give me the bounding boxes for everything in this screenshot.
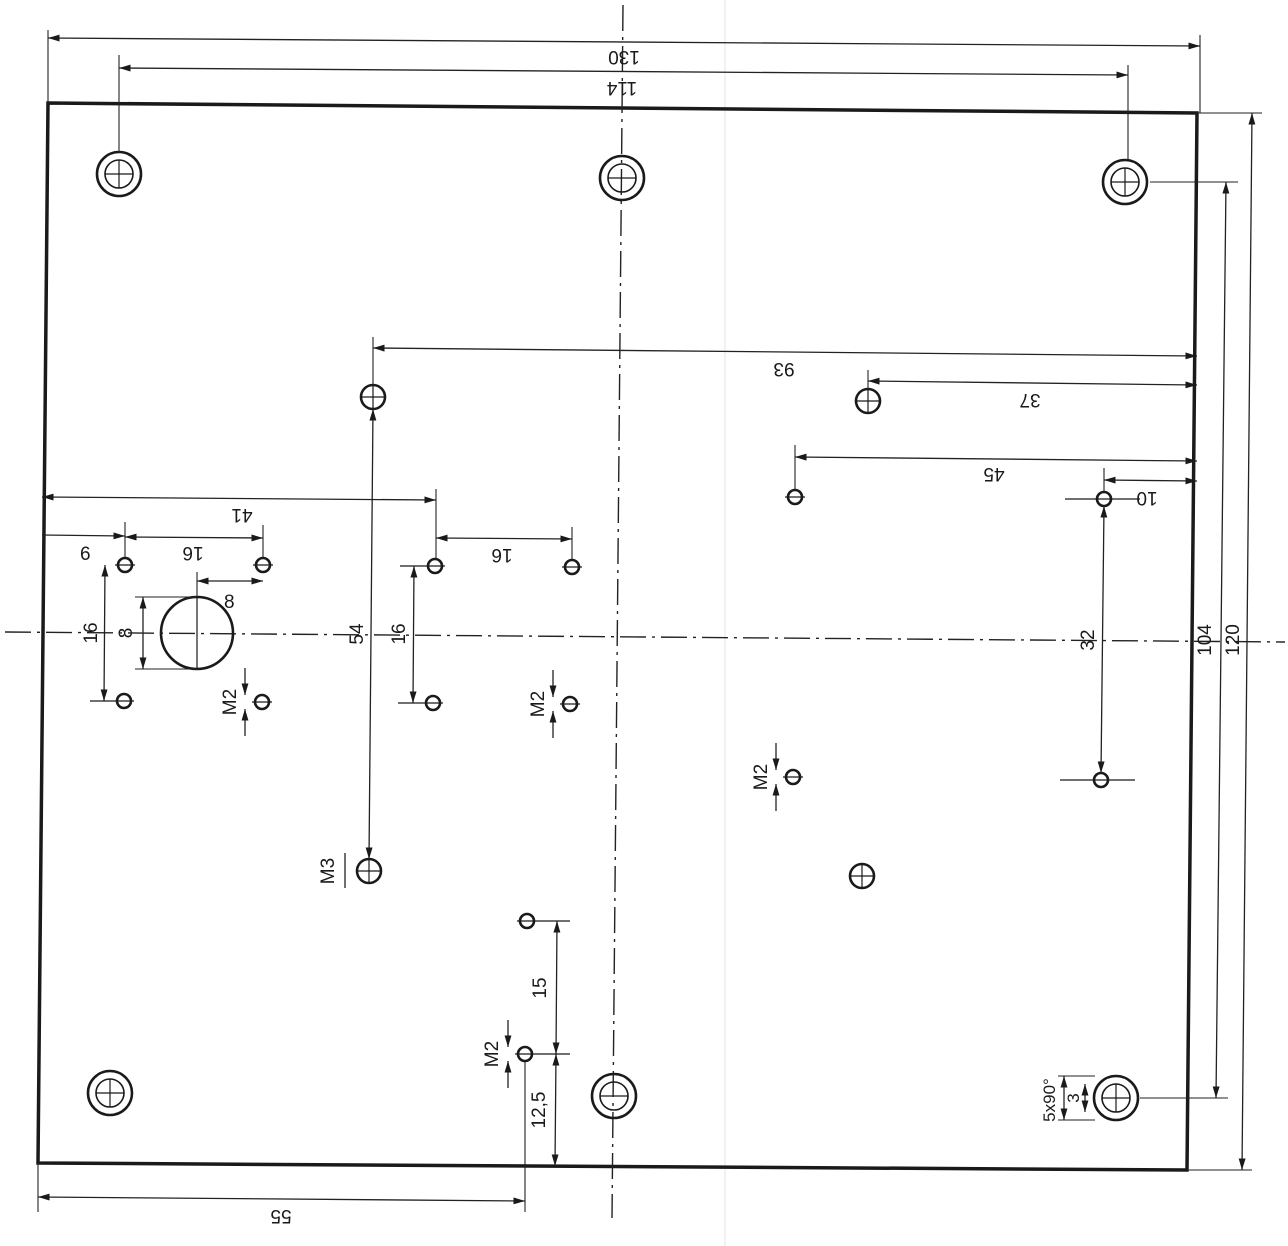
dim-line-41	[41, 493, 437, 504]
dim-41: 41	[231, 504, 252, 525]
dim-16-vertical-mid: 16	[389, 623, 410, 644]
mounting-hole-top-center	[598, 154, 646, 202]
dim-line-120	[1238, 112, 1256, 1171]
vertical-centerline	[611, 4, 624, 1219]
hole-m3-bottom	[355, 857, 383, 885]
small-holes	[90, 488, 1140, 1063]
dim-line-93	[372, 344, 1198, 360]
dim-6: 6	[80, 544, 91, 565]
dim-114: 114	[606, 77, 637, 98]
dim-line-16-vertical-mid	[409, 565, 418, 704]
dim-104: 104	[1195, 624, 1216, 656]
dim-55: 55	[270, 1205, 291, 1226]
dim-line-130	[47, 34, 1201, 50]
dim-8-horizontal: 8	[224, 592, 235, 613]
dim-line-6	[41, 532, 126, 540]
thread-m2-bottom: M2	[482, 1041, 503, 1067]
horizontal-centerline	[4, 631, 1286, 643]
dim-45: 45	[983, 463, 1004, 484]
dim-130: 130	[608, 46, 640, 67]
dim-countersink: 5x90°	[1040, 1078, 1059, 1122]
mounting-hole-top-right	[1101, 158, 1149, 206]
hole-m3-top	[359, 383, 387, 411]
dim-line-55	[37, 1193, 526, 1205]
thread-m2-left: M2	[220, 689, 241, 715]
dim-line-15	[552, 920, 561, 1055]
dim-line-10	[1103, 476, 1198, 485]
dim-countersink-depth: 3	[1064, 1093, 1083, 1102]
dim-line-37	[867, 377, 1198, 389]
mounting-hole-bottom-right	[1092, 1074, 1140, 1122]
dim-line-16-top-left	[124, 533, 264, 542]
dim-line-16-top-mid	[435, 534, 573, 543]
dim-15: 15	[530, 977, 551, 998]
dim-diameter-8: 8	[116, 628, 137, 639]
dim-line-12-5	[551, 1053, 560, 1167]
dim-16-top-mid: 16	[491, 544, 512, 565]
dim-line-54	[365, 408, 377, 860]
dim-12-5: 12,5	[529, 1092, 550, 1129]
thread-m2-mid: M2	[528, 691, 549, 717]
mounting-hole-bottom-left	[86, 1069, 134, 1117]
hole-37	[854, 387, 882, 415]
dim-line-45	[794, 453, 1198, 465]
dim-10: 10	[1136, 487, 1157, 508]
hole-lower-right	[848, 862, 876, 890]
dim-120: 120	[1223, 624, 1244, 656]
dim-line-114	[118, 64, 1129, 79]
dim-16-vertical-left: 16	[81, 622, 102, 643]
mounting-hole-bottom-center	[590, 1072, 638, 1120]
dim-line-16-vertical-left	[100, 564, 109, 702]
thread-m2-right: M2	[751, 764, 772, 790]
dim-93: 93	[773, 358, 794, 379]
dim-32: 32	[1078, 629, 1099, 650]
dim-line-104	[1212, 181, 1230, 1099]
dim-54: 54	[347, 623, 368, 645]
dim-16-top-left: 16	[182, 542, 203, 563]
dim-line-32	[1097, 505, 1108, 774]
thread-m3: M3	[318, 858, 339, 884]
mounting-hole-top-left	[95, 150, 143, 198]
dim-37: 37	[1019, 389, 1040, 410]
